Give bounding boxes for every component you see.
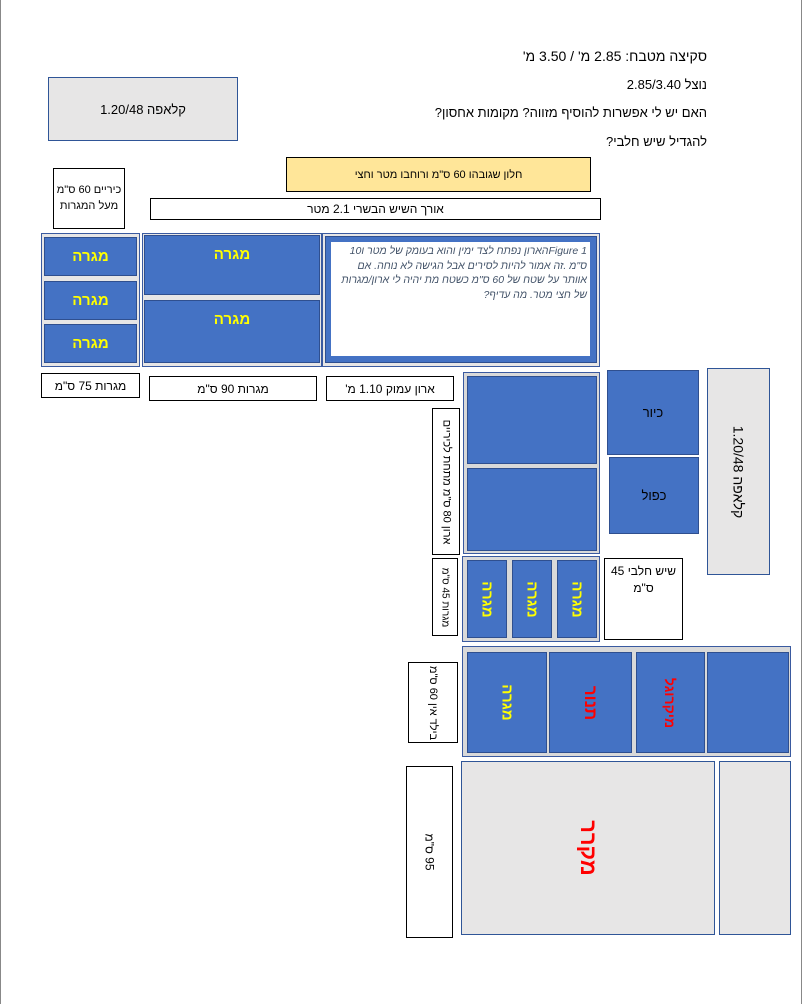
fridge: מקרר	[461, 761, 715, 935]
pantry-side-box: קלאפה 1.20/48	[707, 368, 770, 575]
stovetop-note: כיריים 60 ס"מ מעל המגרות	[53, 168, 125, 229]
page-edge	[801, 0, 802, 1004]
drawer: מגרה	[512, 560, 552, 638]
dairy-counter-box: שיש חלבי 45 ס"מ	[604, 558, 683, 640]
header-line-3: האם יש לי אפשרות להוסיף מזווה? מקומות אח…	[434, 105, 707, 120]
drawer: מגרה	[44, 237, 137, 276]
oven: תנור	[549, 652, 632, 753]
drawer: מגרה	[557, 560, 597, 638]
window-box: חלון שגובהו 60 ס"מ ורוחבו מטר וחצי	[286, 157, 591, 192]
drawers-45-label: מגרות 45 ס"מ	[439, 567, 451, 627]
pantry-top-box: קלאפה 1.20/48	[48, 77, 238, 141]
cabinet-80-lower	[467, 468, 597, 551]
appliance-drawer: מגרה	[467, 652, 547, 753]
drawer-label: מגרה	[568, 580, 586, 618]
cabinet-80-label-box: ארון 80 ס"מ מתחת לכיריים	[432, 408, 460, 555]
drawer: מגרה	[44, 281, 137, 320]
cabinet-80-upper	[467, 376, 597, 464]
stovetop-note-text: כיריים 60 ס"מ מעל המגרות	[56, 183, 122, 212]
figure-caption-box: Figure 1הארון נפתח לצד ימין והוא בעומק ש…	[331, 242, 590, 356]
drawer: מגרה	[144, 235, 320, 295]
figure-caption-text: Figure 1הארון נפתח לצד ימין והוא בעומק ש…	[341, 245, 587, 302]
microwave-label: מיקרוגל	[662, 677, 679, 728]
fridge-label: מקרר	[576, 820, 601, 876]
oven-60-label-box: בילד אין 60 ס"מ	[408, 662, 458, 743]
double-sink: כפול	[609, 457, 699, 534]
drawer: מגרה	[467, 560, 507, 638]
drawer: מגרה	[144, 300, 320, 363]
oven-label: תנור	[581, 685, 601, 720]
appliance-slot	[707, 652, 789, 753]
pantry-side-label: קלאפה 1.20/48	[730, 425, 747, 518]
drawers-75-label: מגרות 75 ס"מ	[41, 373, 140, 398]
header-line-4: להגדיל שיש חלבי?	[606, 134, 707, 149]
dairy-counter-text: שיש חלבי 45 ס"מ	[611, 564, 676, 595]
cabinet-depth-label: ארון עמוק 1.10 מ'	[326, 376, 454, 401]
header-line-2: נוצל 2.85/3.40	[626, 77, 707, 92]
side-space	[719, 761, 791, 935]
size-95-label: 95 ס"מ	[422, 833, 437, 871]
size-95-box: 95 ס"מ	[406, 766, 453, 938]
page-edge	[0, 0, 1, 1004]
cabinet-80-label: ארון 80 ס"מ מתחת לכיריים	[439, 419, 452, 544]
oven-60-label: בילד אין 60 ס"מ	[427, 665, 439, 740]
appliance-drawer-label: מגרה	[498, 684, 516, 721]
counter-length-box: אורך השיש הבשרי 2.1 מטר	[150, 198, 601, 220]
window-text: חלון שגובהו 60 ס"מ ורוחבו מטר וחצי	[354, 168, 523, 181]
sink: כיור	[607, 370, 699, 455]
drawers-90-label: מגרות 90 ס"מ	[149, 376, 317, 401]
drawer-label: מגרה	[523, 580, 541, 618]
microwave: מיקרוגל	[636, 652, 705, 753]
pantry-top-label: קלאפה 1.20/48	[100, 101, 186, 117]
counter-length-text: אורך השיש הבשרי 2.1 מטר	[307, 202, 444, 216]
drawer-label: מגרה	[478, 580, 496, 618]
header-line-1: סקיצה מטבח: 2.85 מ' / 3.50 מ'	[522, 48, 707, 64]
drawer: מגרה	[44, 324, 137, 363]
drawers-45-label-box: מגרות 45 ס"מ	[432, 558, 458, 636]
